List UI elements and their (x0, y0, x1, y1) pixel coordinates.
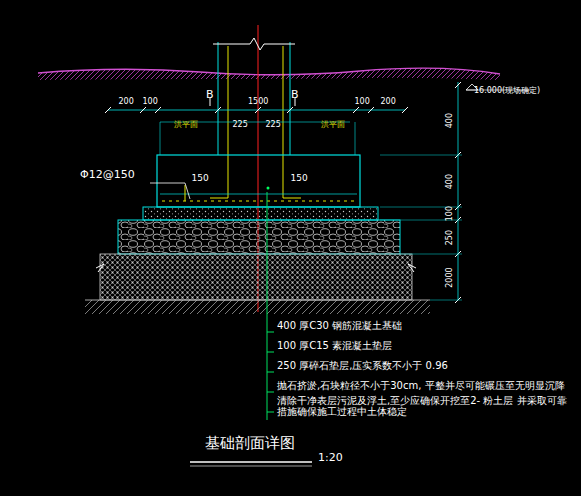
scale-label: 1:20 (318, 452, 343, 465)
dimension: 200 (381, 97, 396, 106)
dimension: 200 (119, 97, 134, 106)
layer-note: 400 厚C30 钢筋混凝土基础 (277, 320, 402, 332)
drawing-title: 基础剖面详图 (205, 435, 295, 452)
dimension: 1500 (248, 97, 268, 106)
dimension: 250 (445, 229, 454, 244)
dimension: 400 (445, 173, 454, 188)
rebar-callout: Φ12@150 (80, 169, 135, 182)
dimension: 225 (266, 120, 281, 129)
section-mark: B (291, 89, 299, 102)
dimension: 100 (143, 97, 158, 106)
elevation-label: 16.000(现场确定) (474, 86, 540, 95)
layer-note: 250 厚碎石垫层,压实系数不小于 0.96 (277, 360, 448, 372)
dimension: 2000 (445, 267, 454, 287)
layer-note: 清除干净表层污泥及浮土,至少应确保开挖至2- 粉土层 并采取可靠措施确保施工过程… (277, 395, 567, 418)
dimension: 150 (291, 173, 308, 183)
dimension: 150 (192, 173, 209, 183)
dimension: 100 (445, 205, 454, 220)
section-mark: B (206, 89, 214, 102)
layer-note: 100 厚C15 素混凝土垫层 (277, 340, 392, 352)
dimension: 225 (233, 120, 248, 129)
plane-label: 洪平面 (321, 120, 345, 129)
dimension: 100 (355, 97, 370, 106)
plane-label: 洪平面 (174, 120, 198, 129)
layer-note: 抛石挤淤,石块粒径不小于30cm, 平整并尽可能碾压至无明显沉降 (277, 380, 565, 392)
dimension: 400 (445, 112, 454, 127)
